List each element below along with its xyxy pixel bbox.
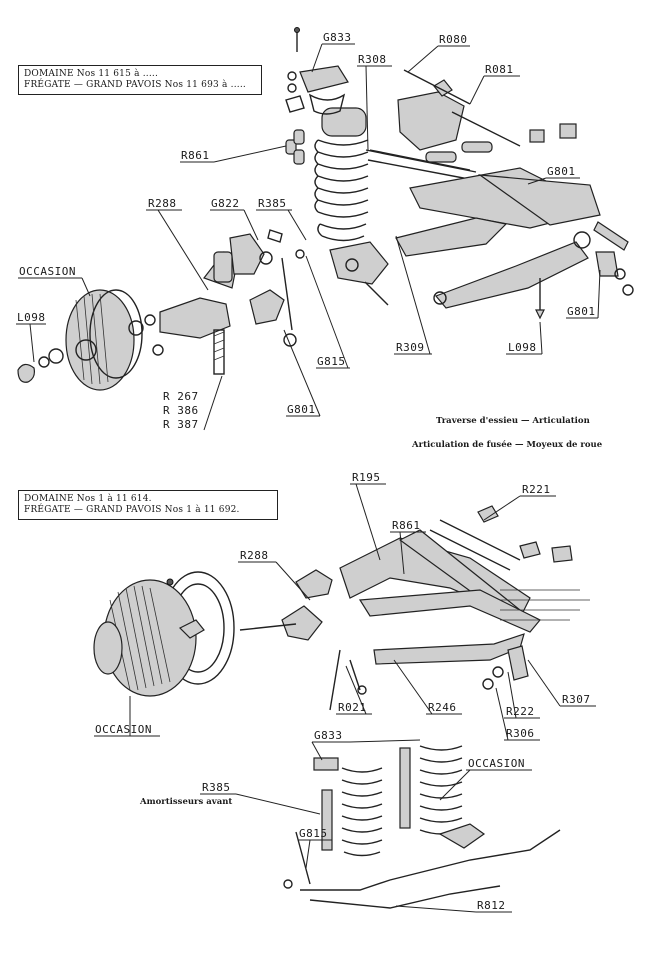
bottom-box-line1: DOMAINE Nos 1 à 11 614. — [24, 494, 152, 504]
top-model-range-box: DOMAINE Nos 11 615 à ..... FRÉGATE — GRA… — [18, 65, 262, 95]
label-g833-top: G833 — [323, 31, 352, 44]
top-bushes — [285, 129, 305, 165]
label-r861-bottom: R861 — [392, 519, 421, 532]
label-r386: R 386 — [163, 404, 199, 417]
label-g833-bottom: G833 — [314, 729, 343, 742]
bottom-box-line2: FRÉGATE — GRAND PAVOIS Nos 1 à 11 692. — [24, 505, 240, 515]
bottom-caption: Amortisseurs avant — [140, 797, 233, 807]
label-r385-top: R385 — [258, 197, 287, 210]
label-r221: R221 — [522, 483, 551, 496]
label-g801-bottom: G801 — [287, 403, 316, 416]
top-box-line1: DOMAINE Nos 11 615 à ..... — [24, 69, 159, 79]
bottom-brake-drum — [93, 571, 235, 697]
label-occasion-shock: OCCASION — [468, 757, 525, 770]
label-r306: R306 — [506, 727, 535, 740]
bottom-front-shocks — [283, 745, 561, 909]
top-right-wishbones — [365, 69, 634, 320]
top-box-line2: FRÉGATE — GRAND PAVOIS Nos 11 693 à ....… — [24, 80, 246, 90]
label-r385-bottom: R385 — [202, 781, 231, 794]
label-l098-right: L098 — [508, 341, 537, 354]
label-g801-right-low: G801 — [567, 305, 596, 318]
top-coil-spring — [314, 107, 389, 306]
label-l098-left: L098 — [17, 311, 46, 324]
label-r222: R222 — [506, 705, 535, 718]
label-r309: R309 — [396, 341, 425, 354]
top-caption-line2: Articulation de fusée — Moyeux de roue — [412, 440, 603, 450]
label-occasion-drum: OCCASION — [95, 723, 152, 736]
top-caption-line1: Traverse d'essieu — Articulation — [436, 416, 590, 426]
label-g822: G822 — [211, 197, 240, 210]
label-r246: R246 — [428, 701, 457, 714]
label-r288-bottom: R288 — [240, 549, 269, 562]
label-g801-top-right: G801 — [547, 165, 576, 178]
top-leader-lines — [16, 43, 601, 431]
label-r812: R812 — [477, 899, 506, 912]
bottom-model-range-box: DOMAINE Nos 1 à 11 614. FRÉGATE — GRAND … — [18, 490, 278, 520]
label-r308: R308 — [358, 53, 387, 66]
label-r081: R081 — [485, 63, 514, 76]
label-r307: R307 — [562, 693, 591, 706]
label-r288-top: R288 — [148, 197, 177, 210]
top-left-hub-drum — [17, 289, 143, 391]
top-upper-mount — [285, 27, 349, 115]
bottom-front-frame — [239, 505, 590, 711]
label-g815-top: G815 — [317, 355, 346, 368]
label-r387: R 387 — [163, 418, 199, 431]
label-occasion-top: OCCASION — [19, 265, 76, 278]
label-r861-top: R861 — [181, 149, 210, 162]
bottom-leader-lines — [94, 483, 596, 913]
label-r080: R080 — [439, 33, 468, 46]
label-r267: R 267 — [163, 390, 199, 403]
label-r195: R195 — [352, 471, 381, 484]
label-g815-bottom: G815 — [299, 827, 328, 840]
label-r021: R021 — [338, 701, 367, 714]
top-left-knuckle — [128, 229, 305, 375]
